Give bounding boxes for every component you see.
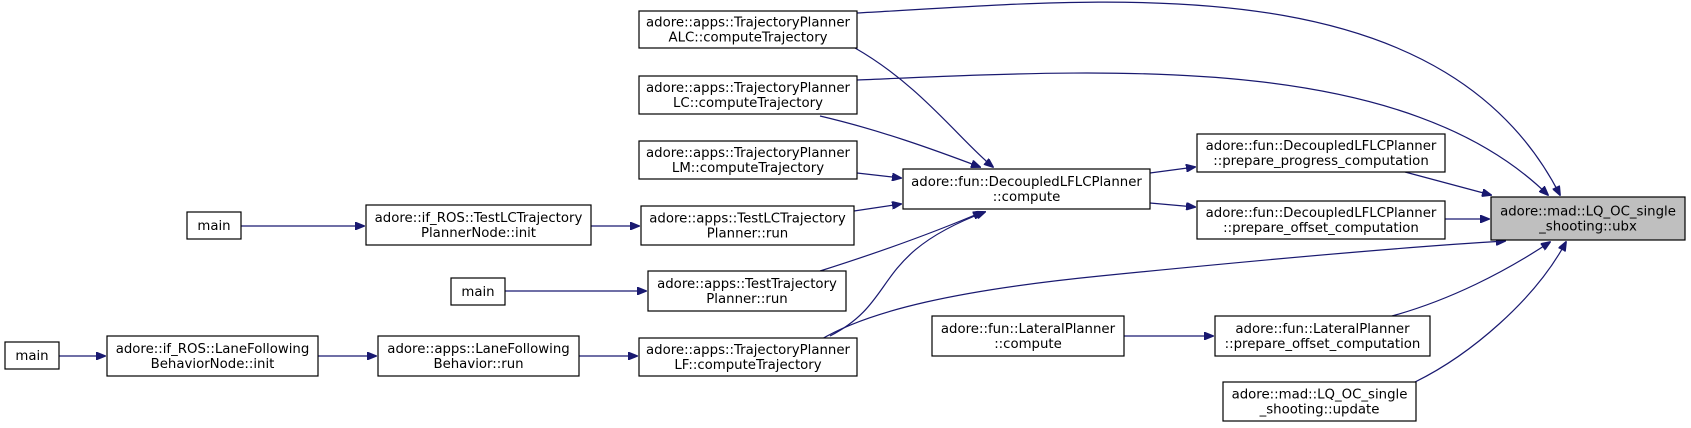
node-label-line: _shooting::update: [1259, 403, 1380, 418]
node-label-line: Planner::run: [707, 227, 788, 242]
node-box: [365, 204, 592, 246]
node-label-line: adore::if_ROS::LaneFollowing: [116, 342, 310, 357]
node-label-line: adore::mad::LQ_OC_single: [1500, 205, 1676, 220]
edges-layer: [59, 1, 1566, 383]
node-label-line: main: [197, 219, 230, 234]
edge-update-ubx: [1414, 242, 1566, 383]
node-box: [638, 337, 858, 377]
node-label-line: adore::apps::TrajectoryPlanner: [646, 16, 851, 31]
node-main1[interactable]: main: [186, 211, 242, 240]
node-progress[interactable]: adore::fun::DecoupledLFLCPlanner::prepar…: [1196, 133, 1446, 173]
node-label-line: adore::apps::TestLCTrajectory: [649, 212, 846, 227]
node-box: [106, 335, 319, 377]
node-box: [640, 205, 855, 246]
node-box: [638, 10, 858, 49]
node-label-line: _shooting::ubx: [1538, 220, 1637, 235]
edge-ttprun-dcompute: [819, 212, 982, 272]
node-box: [377, 335, 580, 377]
node-box: [4, 341, 60, 370]
edge-dcompute-progress: [1149, 167, 1195, 174]
node-box: [1222, 381, 1417, 422]
node-label-line: ::compute: [994, 337, 1062, 352]
node-lf[interactable]: adore::apps::TrajectoryPlannerLF::comput…: [638, 337, 858, 377]
node-update[interactable]: adore::mad::LQ_OC_single_shooting::updat…: [1222, 381, 1417, 422]
node-label-line: adore::fun::DecoupledLFLCPlanner: [911, 175, 1142, 190]
edge-lc-ubx: [856, 72, 1548, 195]
node-main3[interactable]: main: [4, 341, 60, 370]
nodes-layer: adore::mad::LQ_OC_single_shooting::ubxad…: [4, 10, 1686, 422]
node-label-line: adore::fun::LateralPlanner: [1235, 322, 1410, 337]
node-tlcinit[interactable]: adore::if_ROS::TestLCTrajectoryPlannerNo…: [365, 204, 592, 246]
node-box: [1196, 200, 1446, 240]
node-label-line: Planner::run: [706, 292, 787, 307]
node-label-line: adore::mad::LQ_OC_single: [1232, 388, 1408, 403]
node-lc[interactable]: adore::apps::TrajectoryPlannerLC::comput…: [638, 75, 858, 115]
node-label-line: BehaviorNode::init: [151, 357, 275, 372]
edge-lf-ubx: [819, 241, 1505, 341]
node-label-line: adore::apps::TestTrajectory: [657, 277, 837, 292]
edge-alc-dcompute: [854, 47, 993, 167]
node-box: [1490, 196, 1686, 241]
node-box: [186, 211, 242, 240]
node-box: [1214, 315, 1431, 357]
node-label-line: ::prepare_progress_computation: [1213, 154, 1429, 169]
node-label-line: adore::apps::TrajectoryPlanner: [646, 81, 851, 96]
edge-lpoffset-ubx: [1391, 242, 1550, 317]
node-box: [647, 270, 847, 312]
node-label-line: Behavior::run: [433, 357, 523, 372]
node-box: [638, 140, 858, 180]
edge-progress-ubx: [1404, 171, 1491, 195]
node-label-line: LC::computeTrajectory: [673, 96, 823, 111]
node-tlcrun[interactable]: adore::apps::TestLCTrajectoryPlanner::ru…: [640, 205, 855, 246]
node-label-line: PlannerNode::init: [421, 226, 536, 241]
node-label-line: adore::apps::TrajectoryPlanner: [646, 343, 851, 358]
node-label-line: adore::if_ROS::TestLCTrajectory: [375, 211, 583, 226]
node-label-line: main: [461, 285, 494, 300]
node-box: [931, 315, 1125, 357]
node-box: [450, 277, 506, 306]
node-lpcompute[interactable]: adore::fun::LateralPlanner::compute: [931, 315, 1125, 357]
node-offset[interactable]: adore::fun::DecoupledLFLCPlanner::prepar…: [1196, 200, 1446, 240]
node-box: [902, 168, 1151, 210]
node-label-line: adore::fun::LateralPlanner: [941, 322, 1116, 337]
node-label-line: ::compute: [993, 190, 1061, 205]
node-label-line: adore::apps::TrajectoryPlanner: [646, 146, 851, 161]
node-alc[interactable]: adore::apps::TrajectoryPlannerALC::compu…: [638, 10, 858, 49]
node-label-line: adore::fun::DecoupledLFLCPlanner: [1206, 206, 1437, 221]
node-lfbinit[interactable]: adore::if_ROS::LaneFollowingBehaviorNode…: [106, 335, 319, 377]
edge-tlcrun-dcompute: [853, 204, 901, 212]
edge-alc-ubx: [856, 1, 1560, 195]
node-label-line: ::prepare_offset_computation: [1225, 337, 1421, 352]
node-ubx[interactable]: adore::mad::LQ_OC_single_shooting::ubx: [1490, 196, 1686, 241]
node-box: [638, 75, 858, 115]
node-label-line: ALC::computeTrajectory: [668, 31, 827, 46]
node-label-line: LM::computeTrajectory: [672, 161, 824, 176]
edge-lc-dcompute: [819, 115, 980, 167]
node-lm[interactable]: adore::apps::TrajectoryPlannerLM::comput…: [638, 140, 858, 180]
edge-dcompute-offset: [1149, 203, 1195, 207]
node-label-line: main: [15, 349, 48, 364]
node-label-line: adore::apps::LaneFollowing: [387, 342, 569, 357]
edge-lm-dcompute: [856, 172, 901, 178]
node-label-line: adore::fun::DecoupledLFLCPlanner: [1206, 139, 1437, 154]
node-main2[interactable]: main: [450, 277, 506, 306]
node-label-line: ::prepare_offset_computation: [1223, 221, 1419, 236]
edge-lf-dcompute: [829, 212, 985, 337]
node-box: [1196, 133, 1446, 173]
node-lpoffset[interactable]: adore::fun::LateralPlanner::prepare_offs…: [1214, 315, 1431, 357]
node-dcompute[interactable]: adore::fun::DecoupledLFLCPlanner::comput…: [902, 168, 1151, 210]
node-label-line: LF::computeTrajectory: [674, 358, 821, 373]
